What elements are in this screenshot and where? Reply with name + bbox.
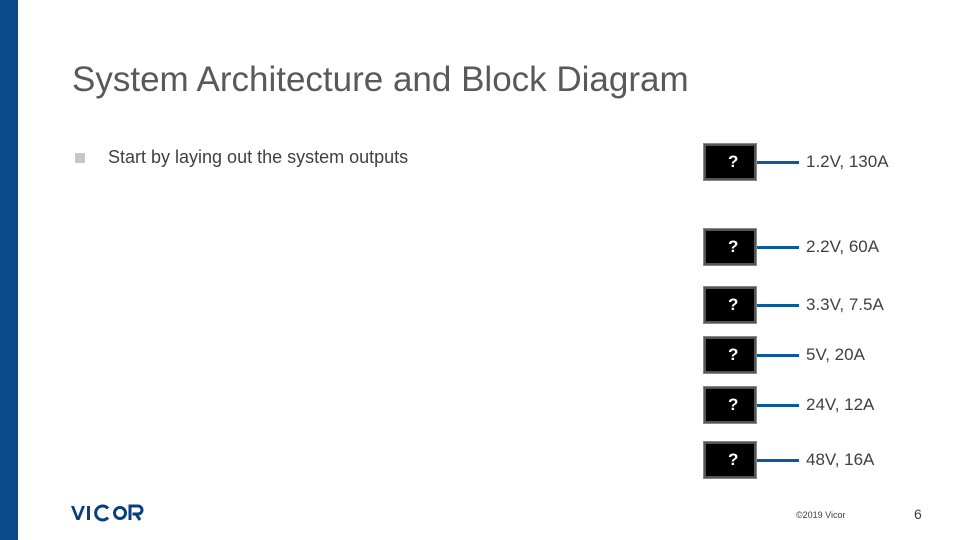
output-row: ? 2.2V, 60A [703, 228, 943, 268]
converter-block: ? [703, 143, 757, 181]
output-line [757, 246, 799, 249]
converter-block: ? [703, 228, 757, 266]
output-label: 5V, 20A [806, 345, 865, 364]
slide-title: System Architecture and Block Diagram [72, 60, 689, 99]
output-label: 1.2V, 130A [806, 152, 889, 171]
output-line [757, 354, 799, 357]
converter-block: ? [703, 441, 757, 479]
output-line [757, 304, 799, 307]
output-label: 48V, 16A [806, 450, 875, 469]
converter-block: ? [703, 336, 757, 374]
output-line [757, 404, 799, 407]
output-label: 3.3V, 7.5A [806, 295, 884, 314]
bullet-text: Start by laying out the system outputs [108, 147, 409, 167]
output-label: 2.2V, 60A [806, 237, 880, 256]
output-line [757, 459, 799, 462]
page-number: 6 [914, 506, 922, 522]
bullet-square-icon [75, 153, 85, 163]
left-accent-bar [0, 0, 18, 540]
output-label: 24V, 12A [806, 395, 875, 414]
output-row: ? 5V, 20A [703, 336, 943, 376]
output-row: ? 1.2V, 130A [703, 143, 943, 183]
output-row: ? 3.3V, 7.5A [703, 286, 943, 326]
output-line [757, 161, 799, 164]
converter-block: ? [703, 286, 757, 324]
vicor-logo [71, 504, 144, 522]
output-row: ? 48V, 16A [703, 441, 943, 481]
copyright-text: ©2019 Vicor [796, 510, 846, 520]
converter-block: ? [703, 386, 757, 424]
output-row: ? 24V, 12A [703, 386, 943, 426]
